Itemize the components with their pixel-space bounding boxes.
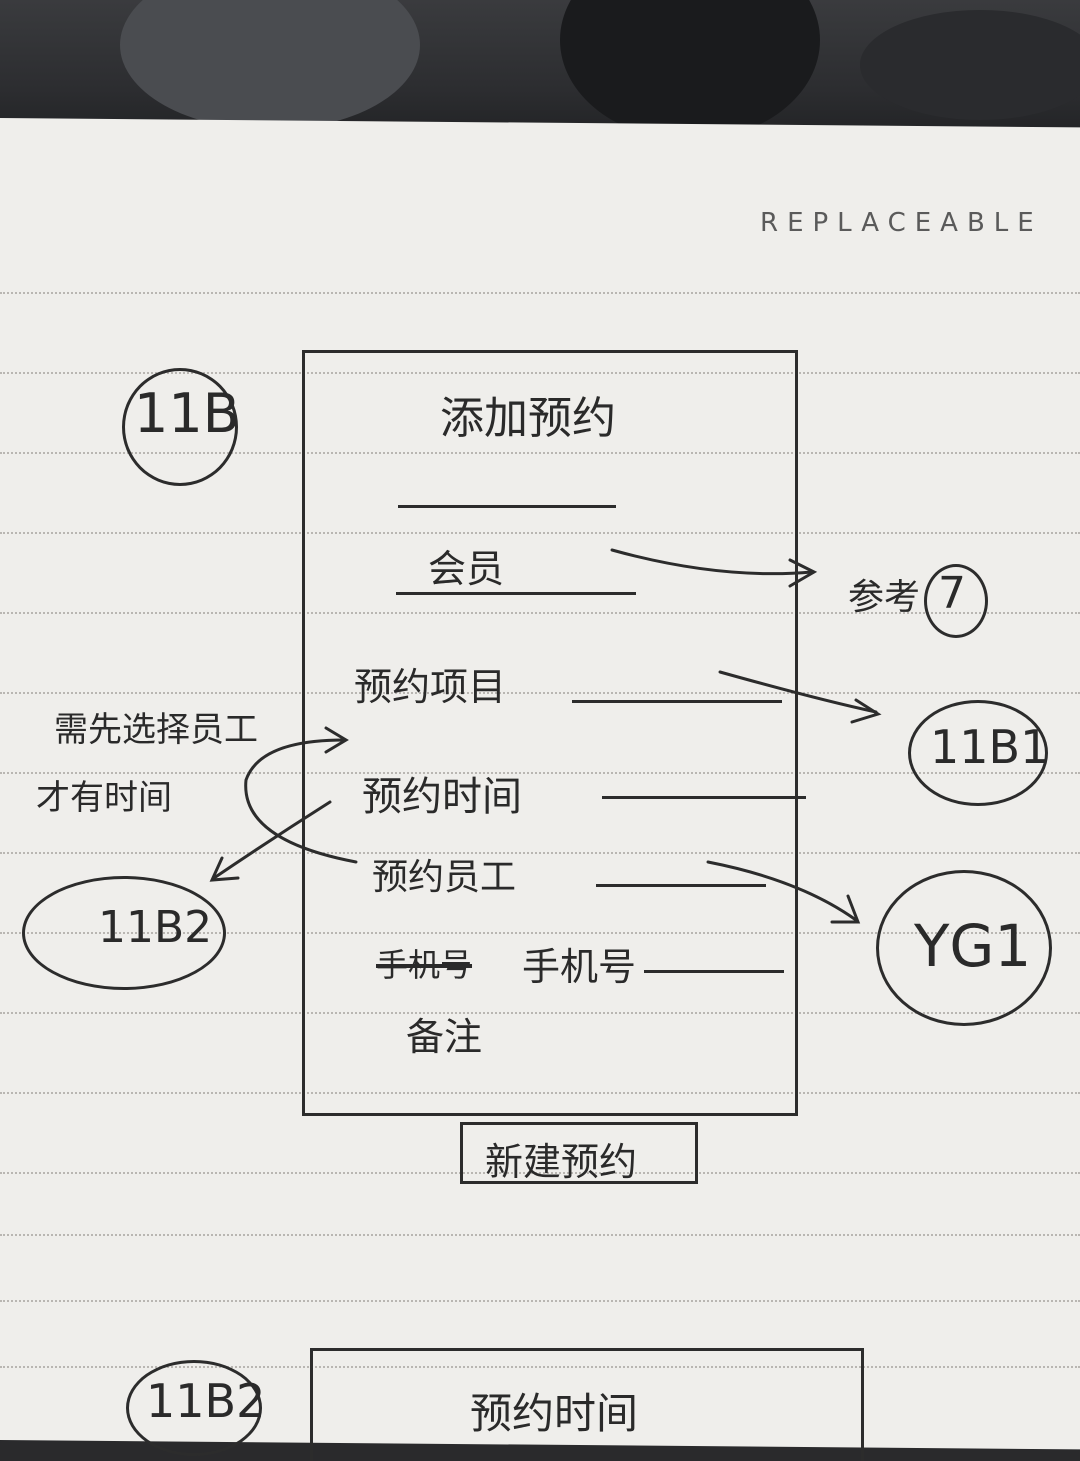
staff-to-time-arrow: [244, 738, 358, 864]
time-target: 11B2: [98, 902, 213, 953]
phone-field-struck-label: 手机号: [376, 946, 473, 984]
phone-field-label: 手机号: [522, 945, 637, 989]
staff-field-label: 预约员工: [372, 857, 517, 898]
project-field-label: 预约项目: [354, 665, 507, 709]
page-title-11b2: 预约时间: [470, 1389, 639, 1438]
dependency-note-line2: 才有时间: [36, 778, 172, 818]
time-arrow-head: [209, 856, 240, 882]
member-arrow: [610, 548, 814, 576]
note-field-label[interactable]: 备注: [406, 1015, 483, 1059]
member-field-top-border: [398, 505, 616, 508]
project-target: 11B1: [930, 720, 1050, 774]
reference-label: 参考: [848, 577, 921, 618]
project-arrow: [718, 670, 878, 714]
time-target-circle: [22, 876, 226, 990]
dependency-note-line1: 需先选择员工: [54, 710, 258, 750]
time-arrow: [212, 800, 332, 880]
member-field-bottom-border: [396, 592, 636, 595]
new-appointment-button-label: 新建预约: [485, 1140, 638, 1184]
new-appointment-button[interactable]: 新建预约: [460, 1122, 698, 1184]
phone-screen-frame-11b2: [310, 1348, 864, 1461]
staff-target: YG1: [914, 912, 1032, 980]
member-field[interactable]: 会员: [428, 547, 505, 591]
staff-arrow-head: [830, 894, 861, 924]
desk-object: [860, 10, 1080, 120]
project-target-circle: [908, 700, 1048, 806]
reference-number-circle: [924, 564, 988, 638]
phone-screen-frame: [302, 350, 798, 1116]
time-field-label: 预约时间: [362, 774, 522, 820]
staff-to-time-arrow-head: [324, 726, 349, 754]
reference-number: 7: [938, 568, 966, 619]
notebook-brand: REPLACEABLE: [760, 208, 1043, 238]
time-field-input[interactable]: [602, 796, 806, 799]
project-arrow-head: [850, 698, 882, 724]
staff-arrow: [706, 860, 858, 922]
screen-tag-circle: [122, 368, 238, 486]
page-title: 添加预约: [440, 393, 616, 444]
phone-field-input[interactable]: [644, 970, 784, 973]
desk-object: [120, 0, 420, 130]
staff-field-input[interactable]: [596, 884, 766, 887]
staff-target-circle: [876, 870, 1052, 1026]
screen-tag-11b2: 11B2: [146, 1374, 266, 1428]
project-field-input[interactable]: [572, 700, 782, 703]
screen-tag: 11B: [134, 382, 240, 445]
member-arrow-head: [788, 558, 818, 588]
